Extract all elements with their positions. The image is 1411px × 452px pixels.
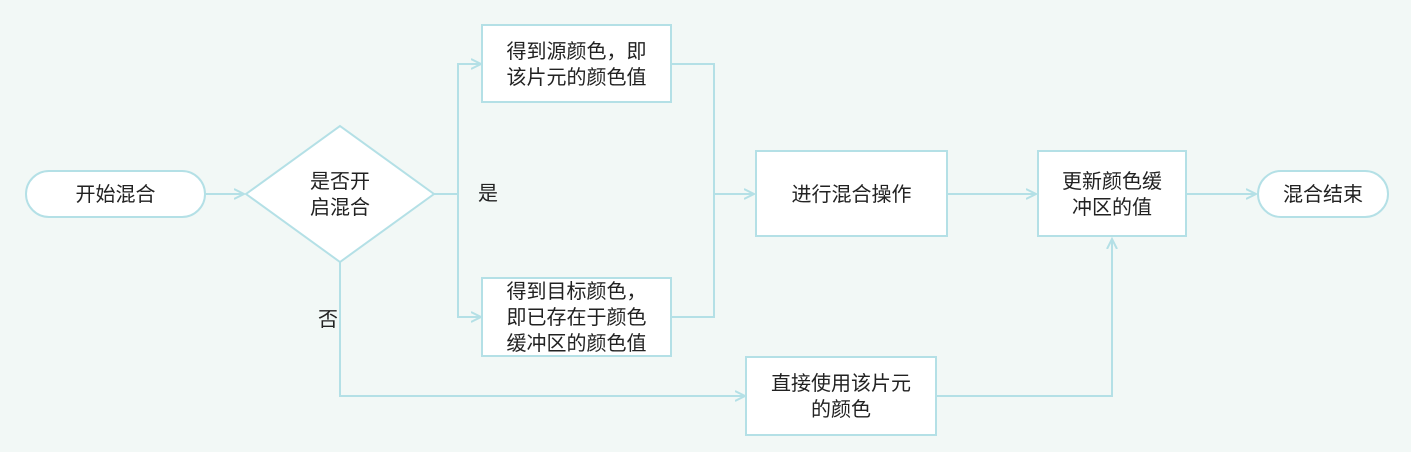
src-color-label: 得到源颜色，即 该片元的颜色值 bbox=[506, 38, 647, 89]
use-frag-node: 直接使用该片元 的颜色 bbox=[745, 356, 937, 436]
use-frag-label: 直接使用该片元 的颜色 bbox=[771, 371, 911, 421]
start-label: 开始混合 bbox=[75, 182, 156, 206]
edge-yes-src bbox=[457, 64, 481, 194]
blend-op-node: 进行混合操作 bbox=[755, 150, 948, 237]
decision-node: 是否开 启混合 bbox=[246, 126, 434, 262]
start-node: 开始混合 bbox=[25, 170, 206, 218]
blend-op-label: 进行混合操作 bbox=[791, 181, 912, 206]
edge-decision-no bbox=[339, 262, 745, 396]
end-label: 混合结束 bbox=[1283, 182, 1363, 206]
dst-color-label: 得到目标颜色， 即已存在于颜色 缓冲区的颜色值 bbox=[506, 279, 647, 355]
dst-color-node: 得到目标颜色， 即已存在于颜色 缓冲区的颜色值 bbox=[481, 277, 672, 357]
end-node: 混合结束 bbox=[1257, 170, 1389, 218]
src-color-node: 得到源颜色，即 该片元的颜色值 bbox=[481, 24, 672, 103]
edge-src-merge bbox=[672, 63, 715, 318]
edge-yes-dst bbox=[457, 194, 481, 317]
update-buffer-node: 更新颜色缓 冲区的值 bbox=[1037, 150, 1187, 237]
yes-label: 是 bbox=[478, 181, 498, 205]
edge-usefrag-update bbox=[937, 239, 1112, 397]
update-buffer-label: 更新颜色缓 冲区的值 bbox=[1062, 168, 1162, 219]
no-label: 否 bbox=[318, 307, 338, 331]
decision-label: 是否开 启混合 bbox=[310, 169, 370, 219]
